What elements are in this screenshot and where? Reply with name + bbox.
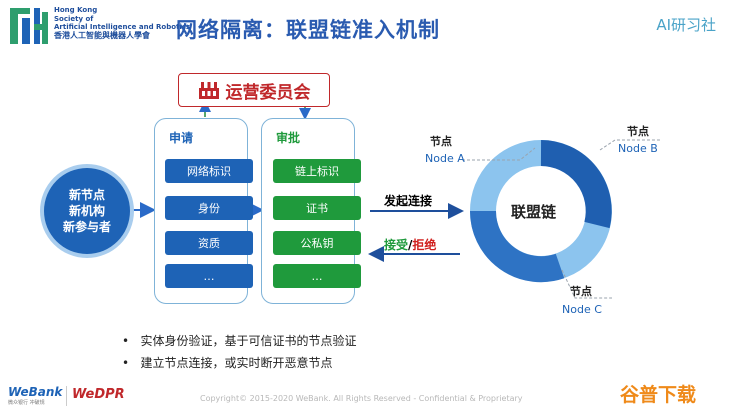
apply-item-network-id: 网络标识 [165, 159, 253, 183]
bullet-list: • 实体身份验证，基于可信证书的节点验证 • 建立节点连接，或实时断开恶意节点 [122, 330, 357, 374]
apply-item-more: … [165, 264, 253, 288]
logo-line-1: Hong Kong [54, 6, 98, 14]
node-a-cn: 节点 [430, 135, 452, 148]
webank-subtitle: 微众银行 冲破规 [8, 400, 45, 406]
committee-label: 运营委员会 [225, 82, 311, 103]
committee-box: 运营委员会 [178, 73, 330, 107]
node-a-en: Node A [425, 152, 465, 165]
apply-item-identity: 身份 [165, 196, 253, 220]
copyright-text: Copyright© 2015-2020 WeBank. All Rights … [200, 394, 523, 403]
logo-line-3: Artificial Intelligence and Robotics [54, 23, 191, 31]
logo-line-4: 香港人工智能與機器人學會 [54, 30, 150, 40]
accept-label: 接受 [384, 238, 409, 252]
accept-reject-separator: / [408, 238, 413, 252]
review-item-certificate: 证书 [273, 196, 361, 220]
logo-line-2: Society of [54, 14, 94, 23]
webank-logo: WeBank 微众银行 冲破规 [8, 385, 62, 406]
bullet-item: • 建立节点连接，或实时断开恶意节点 [122, 356, 333, 370]
reject-label: 拒绝 [412, 238, 437, 252]
chain-center-label: 联盟链 [511, 203, 557, 221]
bullet-text-2: 建立节点连接，或实时断开恶意节点 [140, 356, 333, 370]
accept-reject-label: 接受/拒绝 [384, 236, 436, 253]
review-header: 审批 [276, 131, 301, 145]
applicant-new-participant: 新参与者 [62, 220, 111, 234]
committee-building-icon [198, 82, 219, 99]
node-b-leader [599, 139, 660, 151]
webank-wordmark: WeBank [8, 385, 63, 399]
bullet-item: • 实体身份验证，基于可信证书的节点验证 [122, 334, 357, 348]
review-item-chain-id: 链上标识 [273, 159, 361, 183]
apply-item-qualification: 资质 [165, 231, 253, 255]
logo-mark-icon [10, 8, 48, 44]
node-c-cn: 节点 [570, 285, 592, 298]
watermark-site: 谷普下载 [620, 384, 697, 406]
footer-divider [66, 386, 67, 406]
wedpr-logo: WeDPR [72, 387, 125, 402]
node-c-en: Node C [562, 303, 602, 316]
logo-text: Hong Kong Society of Artificial Intellig… [54, 6, 190, 40]
applicant-circle: 新节点 新机构 新参与者 [44, 168, 130, 254]
apply-header: 申请 [169, 131, 194, 145]
node-b-en: Node B [618, 142, 658, 155]
applicant-new-org: 新机构 [68, 204, 105, 218]
chain-ring-dark-1 [540, 140, 612, 229]
initiate-connection-label: 发起连接 [384, 194, 433, 208]
review-item-more: … [273, 264, 361, 288]
hksair-logo [8, 6, 50, 48]
chain-ring-dark-2 [469, 210, 565, 283]
node-c-leader [561, 269, 612, 299]
ai-brand-logo: AI研习社 [656, 16, 716, 34]
node-a-leader [462, 147, 536, 161]
bullet-text-1: 实体身份验证，基于可信证书的节点验证 [140, 334, 357, 348]
applicant-new-node: 新节点 [68, 188, 105, 202]
node-b-cn: 节点 [627, 125, 649, 138]
review-item-keypair: 公私钥 [273, 231, 361, 255]
page-title: 网络隔离：联盟链准入机制 [176, 18, 440, 42]
